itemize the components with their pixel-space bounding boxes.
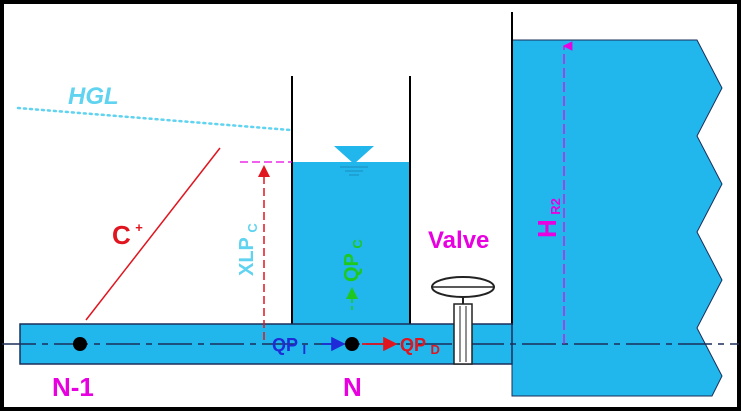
- xlp-label-main: XLP: [236, 237, 258, 276]
- qpc-label-sub: C: [350, 239, 365, 249]
- qpi-label-main: QP: [272, 335, 298, 355]
- characteristic-line: [85, 147, 221, 321]
- qpd-label: QP D: [400, 335, 440, 357]
- node-prev-label: N-1: [52, 372, 94, 402]
- node-label: N: [343, 372, 362, 402]
- qpd-label-sub: D: [430, 342, 439, 357]
- valve-body: [453, 303, 473, 365]
- characteristic-label: C +: [112, 220, 143, 250]
- valve-label: Valve: [428, 227, 489, 254]
- hr2-label-main: H: [532, 219, 562, 238]
- hgl-line: [16, 106, 292, 132]
- characteristic-label-main: C: [112, 220, 131, 250]
- hgl-label: HGL: [68, 83, 119, 110]
- xlp-label-sub: C: [245, 223, 260, 233]
- hr2-label-sub: R2: [548, 198, 563, 215]
- qpc-label: QP C: [341, 239, 365, 282]
- hr2-label: H R2: [532, 198, 563, 238]
- node-prev-dot: [73, 337, 87, 351]
- qpi-label: QP I: [272, 335, 306, 357]
- water-level-symbol: [334, 146, 374, 164]
- characteristic-label-sup: +: [135, 220, 143, 235]
- qpc-label-main: QP: [341, 253, 363, 282]
- xlp-label: XLP C: [236, 223, 260, 276]
- qpi-label-sub: I: [302, 342, 306, 357]
- qpd-label-main: QP: [400, 335, 426, 355]
- node-dot: [345, 337, 359, 351]
